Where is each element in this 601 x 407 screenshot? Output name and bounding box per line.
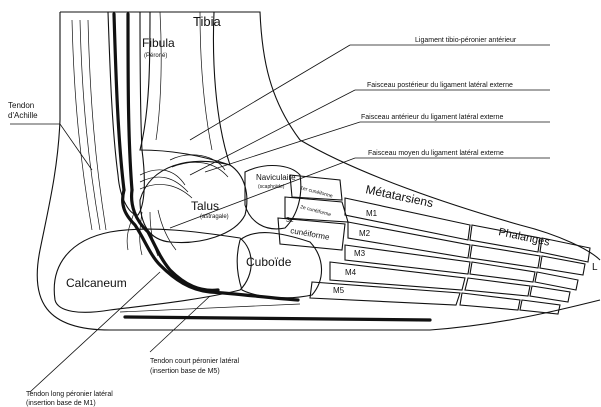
label-cuboide: Cuboïde	[246, 255, 292, 269]
label-faisceau-posterieur: Faisceau postérieur du ligament latéral …	[367, 82, 513, 89]
leader-faisceau-posterieur-pointer	[190, 90, 355, 175]
label-tendon-court-1: Tendon court péronier latéral	[150, 358, 240, 365]
label-tendon-court-2: (insertion base de M5)	[150, 368, 220, 375]
label-phalanges: Phalanges	[497, 226, 551, 249]
label-talus: Talus	[191, 199, 219, 213]
label-fibula-alt: (Péroné)	[144, 53, 167, 59]
label-naviculaire: Naviculaire	[256, 173, 296, 182]
label-faisceau-moyen: Faisceau moyen du ligament latéral exter…	[368, 150, 504, 157]
label-m4: M4	[345, 268, 357, 277]
label-ligament-tibio: Ligament tibio-péronier antérieur	[415, 37, 517, 44]
label-achille-2: d'Achille	[8, 111, 38, 120]
label-m3: M3	[354, 249, 366, 258]
label-achille-1: Tendon	[8, 101, 34, 110]
label-talus-alt: (astragale)	[200, 214, 229, 220]
label-edge-glyph: L	[592, 262, 598, 273]
label-fibula: Fibula	[142, 36, 175, 50]
label-m2: M2	[359, 229, 371, 238]
achilles-tendon	[72, 20, 106, 230]
label-metatarsiens: Métatarsiens	[364, 182, 434, 210]
label-naviculaire-alt: (scaphoïde)	[258, 184, 285, 190]
label-m5: M5	[333, 286, 345, 295]
leader-achille-pointer	[60, 124, 92, 170]
tibia-bone	[140, 12, 230, 165]
label-tendon-long-2: (insertion base de M1)	[26, 400, 96, 407]
label-cuneiform-3b: cunéiforme	[290, 226, 331, 242]
fibula-bone	[108, 12, 144, 215]
label-cuneiform-3a: 3e	[286, 217, 294, 224]
label-m1: M1	[366, 209, 378, 218]
leader-tendon-long	[30, 272, 160, 392]
label-cuneiform-2: 2e cunéiforme	[299, 204, 331, 218]
label-tibia: Tibia	[193, 14, 221, 29]
label-tendon-long-1: Tendon long péronier latéral	[26, 391, 113, 398]
label-calcaneum: Calcaneum	[66, 276, 127, 290]
label-faisceau-anterieur: Faisceau antérieur du ligament latéral e…	[361, 114, 504, 121]
